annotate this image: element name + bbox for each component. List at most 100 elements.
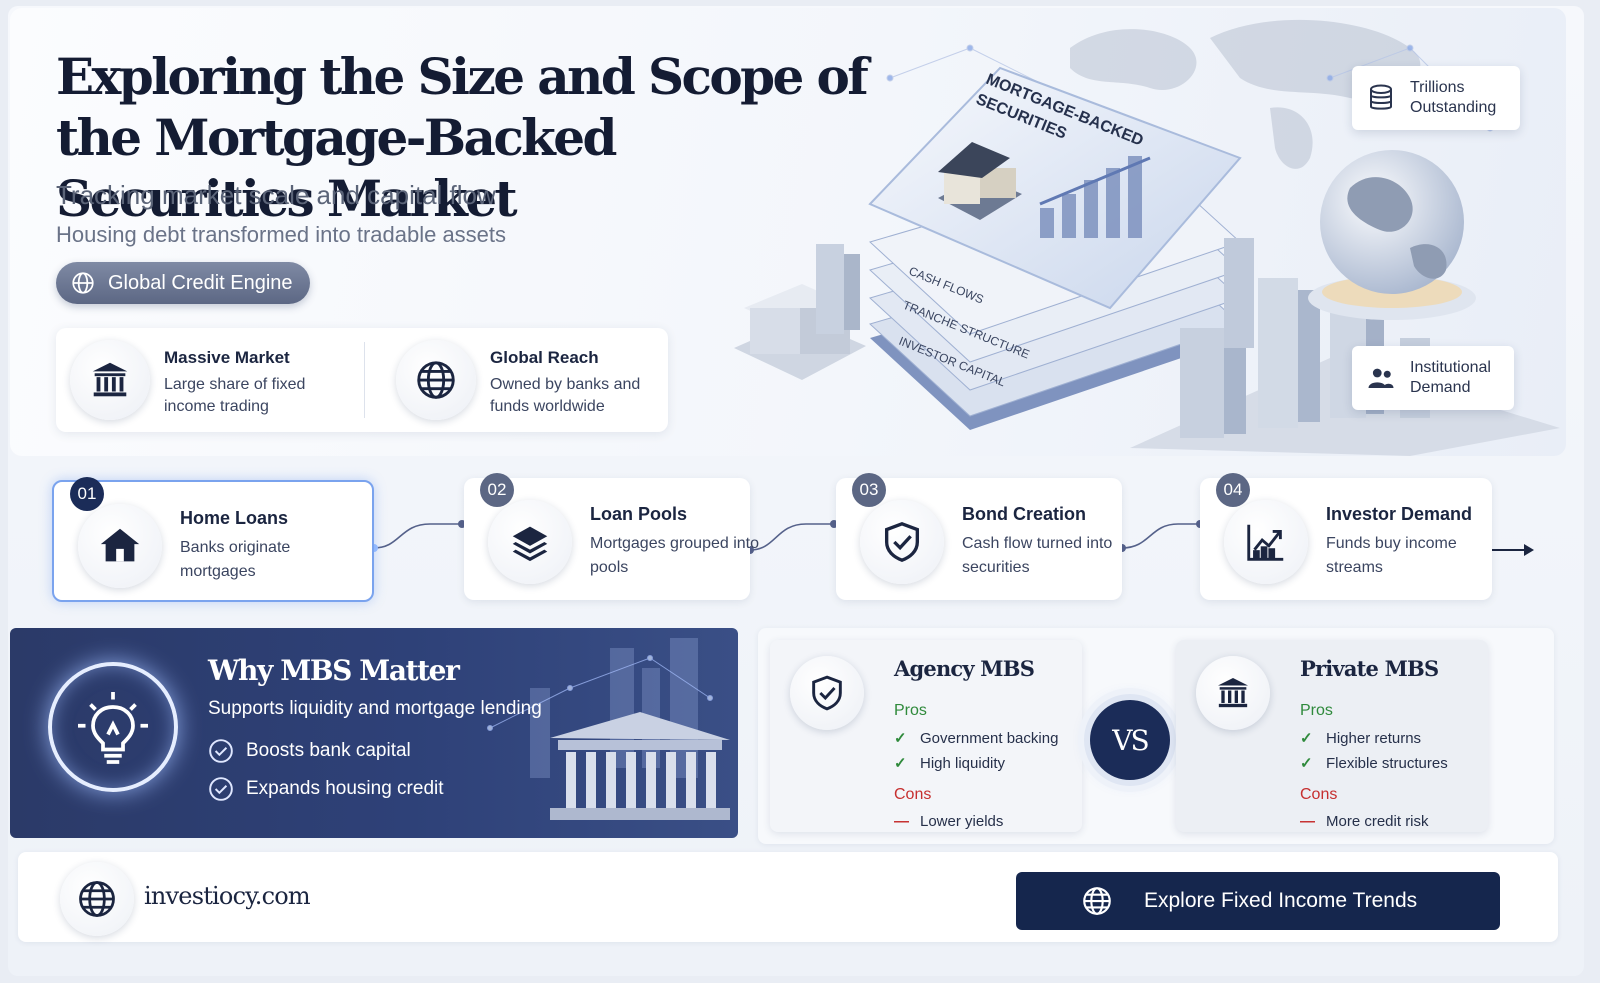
private-con-item: — More credit risk: [1300, 813, 1429, 830]
globe-pedestal-icon: [1308, 150, 1476, 320]
arrow-right-icon: [1492, 544, 1534, 556]
why-item-label: Expands housing credit: [246, 778, 444, 799]
step-number: 04: [1216, 473, 1250, 507]
private-mbs-card: Private MBS Pros ✓ Higher returns ✓ Flexib…: [1176, 640, 1488, 832]
step-title: Investor Demand: [1326, 504, 1473, 524]
private-pro-label: Higher returns: [1326, 729, 1422, 747]
agency-pro-label: High liquidity: [920, 754, 1006, 772]
layers-icon: [488, 500, 572, 584]
global-credit-engine-pill: Global Credit Engine: [56, 262, 310, 304]
site-link[interactable]: investiocy.com: [144, 882, 311, 910]
title-line-2: the Mortgage-Backed Securities Market: [56, 108, 617, 228]
hero-subtitle-secondary: Housing debt transformed into tradable a…: [56, 222, 507, 247]
bank-building-icon: [550, 712, 730, 820]
feature-title: Massive Market: [164, 348, 290, 367]
pill-label: Global Credit Engine: [108, 271, 293, 294]
bank-icon: [70, 340, 150, 420]
feature-desc: Large share of fixed income trading: [164, 376, 306, 415]
tag-trillions-label: Trillions Outstanding: [1410, 79, 1497, 116]
private-pro-item: ✓ Flexible structures: [1300, 754, 1448, 773]
step-loan-pools[interactable]: 02 Loan Pools Mortgages grouped into poo…: [464, 473, 759, 600]
tag-trillions-outstanding: Trillions Outstanding: [1352, 66, 1520, 130]
hero-section: Exploring the Size and Scope of the Mort…: [10, 8, 1566, 456]
private-title: Private MBS: [1300, 656, 1439, 681]
agency-pro-item: ✓ High liquidity: [894, 754, 1006, 773]
bank-skyline-background: [487, 638, 730, 820]
why-item: Boosts bank capital: [208, 738, 411, 764]
private-pro-item: ✓ Higher returns: [1300, 729, 1422, 748]
cta-label: Explore Fixed Income Trends: [1144, 889, 1418, 912]
shield-check-icon: [790, 656, 864, 730]
globe-icon: [396, 340, 476, 420]
step-title: Bond Creation: [962, 504, 1086, 524]
step-desc: Mortgages grouped into pools: [590, 535, 759, 576]
agency-mbs-card: Agency MBS Pros ✓ Government backing ✓ Hig…: [770, 640, 1082, 832]
mbs-stack-illustration: MORTGAGE-BACKED SECURITIES CASH FLOWS TR…: [734, 19, 1560, 456]
why-subtitle: Supports liquidity and mortgage lending: [208, 698, 542, 719]
checkmark-icon: ✓: [894, 755, 907, 772]
agency-pro-item: ✓ Government backing: [894, 729, 1059, 748]
mbs-illustration: MORTGAGE-BACKED SECURITIES CASH FLOWS TR…: [710, 8, 1566, 456]
feature-divider: [364, 342, 365, 418]
why-mbs-panel: Why MBS Matter Supports liquidity and mo…: [10, 628, 738, 838]
agency-con-label: Lower yields: [920, 813, 1004, 830]
agency-pro-label: Government backing: [920, 729, 1059, 747]
agency-title: Agency MBS: [894, 656, 1035, 681]
private-cons-label: Cons: [1300, 786, 1338, 803]
globe-icon: [72, 272, 94, 294]
process-steps: 01 Home Loans Banks originate mortgages …: [10, 458, 1566, 624]
check-circle-icon: [209, 777, 233, 801]
step-investor-demand[interactable]: 04 Investor Demand Funds buy income stre…: [1200, 473, 1492, 600]
feature-desc: Owned by banks and funds worldwide: [490, 376, 641, 415]
check-circle-icon: [209, 739, 233, 763]
tag-institutional-label: Institutional Demand: [1410, 359, 1491, 396]
globe-icon: [60, 862, 134, 936]
minus-icon: —: [894, 813, 909, 830]
why-item-label: Boosts bank capital: [246, 740, 411, 761]
vs-badge: VS: [1090, 700, 1170, 780]
step-desc: Funds buy income streams: [1326, 535, 1457, 576]
private-pro-label: Flexible structures: [1326, 754, 1448, 772]
step-bond-creation[interactable]: 03 Bond Creation Cash flow turned into s…: [836, 473, 1122, 600]
bank-icon: [1196, 656, 1270, 730]
step-home-loans[interactable]: 01 Home Loans Banks originate mortgages: [52, 477, 374, 602]
step-title: Loan Pools: [590, 504, 688, 524]
private-con-label: More credit risk: [1326, 813, 1429, 830]
securities-stack: [868, 66, 1242, 430]
house-icon: [78, 504, 162, 588]
step-title: Home Loans: [180, 508, 289, 528]
tag-institutional-demand: Institutional Demand: [1352, 346, 1514, 410]
agency-pros-label: Pros: [894, 702, 927, 719]
agency-cons-label: Cons: [894, 786, 932, 803]
minus-icon: —: [1300, 813, 1315, 830]
users-icon: [1368, 368, 1394, 388]
feature-card: Massive Market Large share of fixed inco…: [56, 328, 668, 432]
step-number: 02: [480, 473, 514, 507]
footer: investiocy.com Explore Fixed Income Tren…: [18, 852, 1558, 942]
left-buildings-icon: [734, 244, 866, 380]
database-icon: [1370, 84, 1392, 110]
checkmark-icon: ✓: [894, 730, 907, 747]
private-pros-label: Pros: [1300, 702, 1333, 719]
hero-subtitle: Tracking market scale and capital flow: [56, 180, 496, 210]
checkmark-icon: ✓: [1300, 755, 1313, 772]
growth-chart-icon: [1224, 500, 1308, 584]
agency-vs-private-comparison: Agency MBS Pros ✓ Government backing ✓ Hig…: [758, 628, 1554, 844]
step-number: 03: [852, 473, 886, 507]
why-item: Expands housing credit: [208, 776, 444, 802]
globe-icon: [1083, 887, 1111, 915]
page-title: Exploring the Size and Scope of the Mort…: [56, 46, 876, 229]
feature-title: Global Reach: [490, 348, 599, 367]
agency-con-item: — Lower yields: [894, 813, 1003, 830]
shield-check-icon: [860, 500, 944, 584]
why-title: Why MBS Matter: [208, 654, 460, 687]
checkmark-icon: ✓: [1300, 730, 1313, 747]
rising-bars-icon: [1039, 156, 1151, 238]
step-desc: Banks originate mortgages: [180, 539, 291, 580]
lightbulb-icon: [48, 662, 178, 792]
explore-trends-button[interactable]: Explore Fixed Income Trends: [1016, 872, 1500, 930]
house-icon: [938, 142, 1022, 220]
title-line-1: Exploring the Size and Scope of: [56, 47, 869, 106]
step-desc: Cash flow turned into securities: [962, 535, 1113, 576]
step-number: 01: [70, 477, 104, 511]
